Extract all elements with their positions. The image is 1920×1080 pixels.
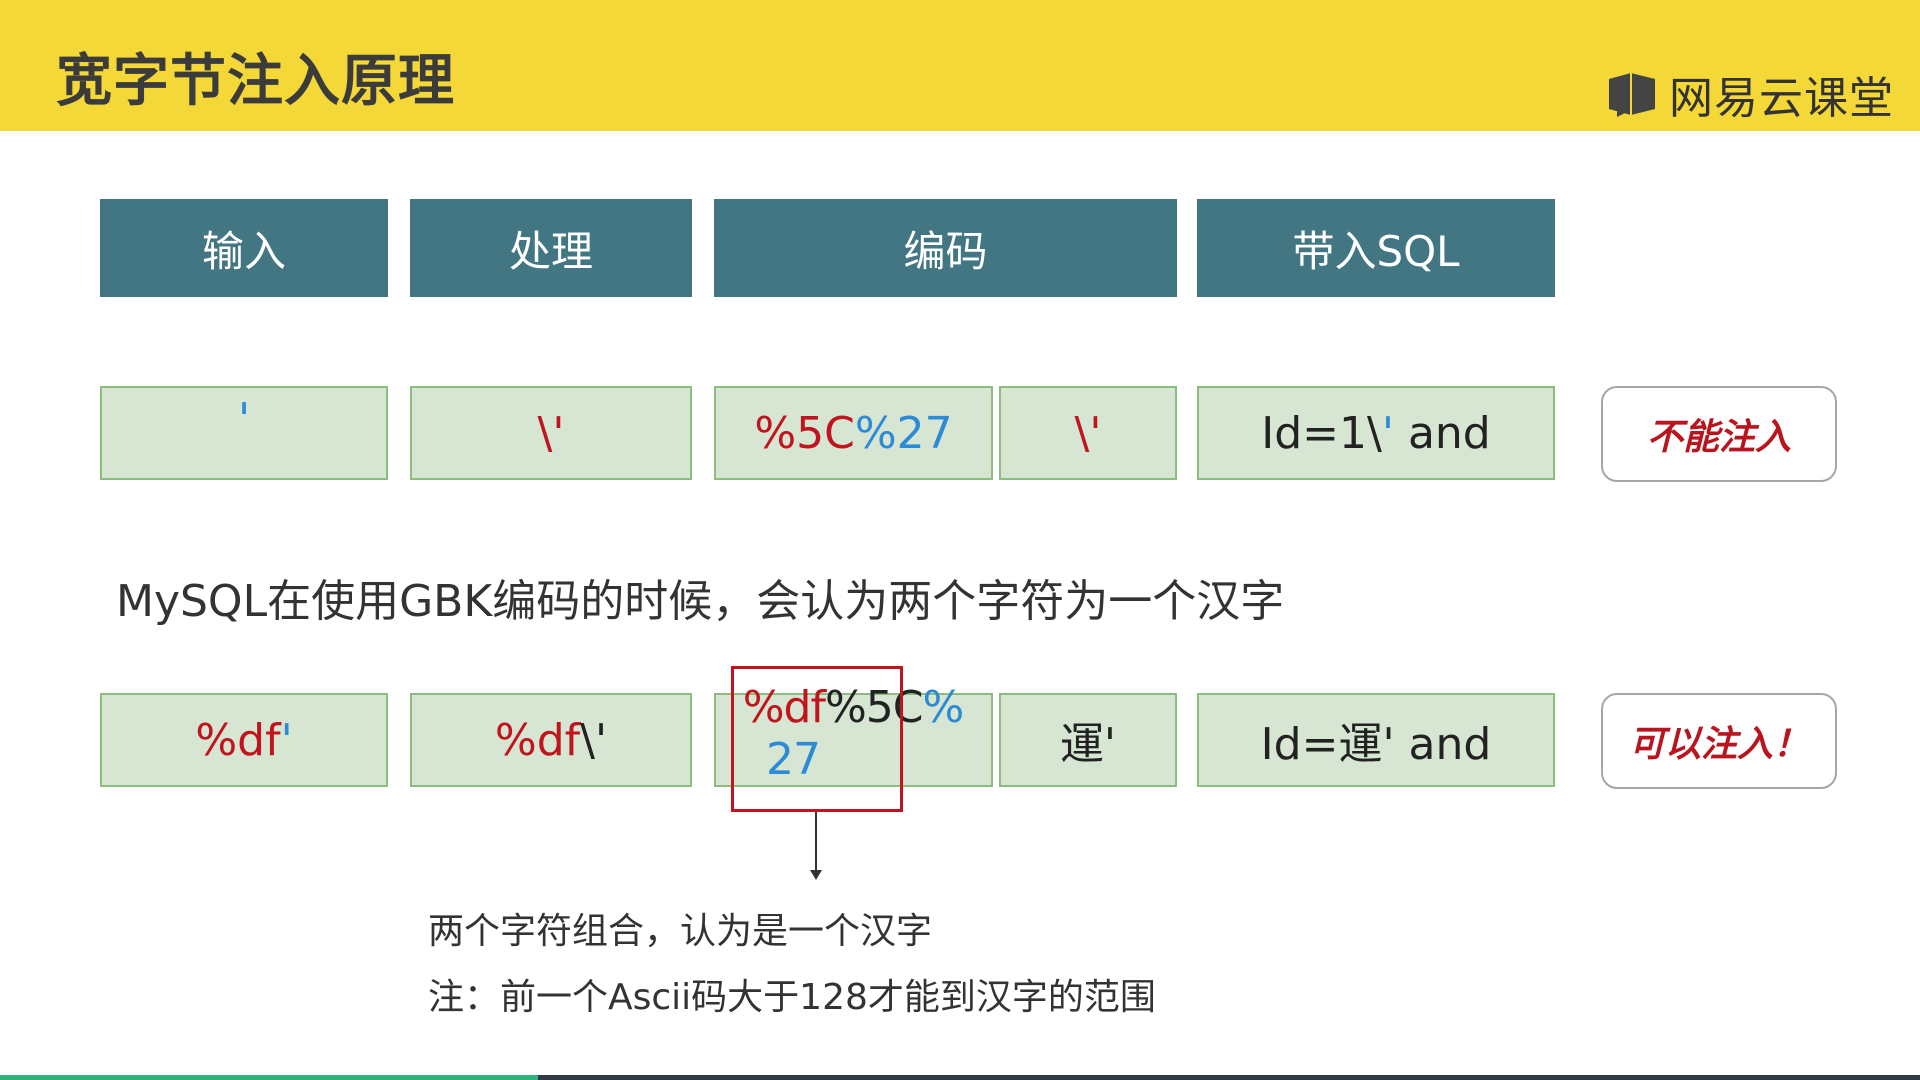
column-header-input: 输入 <box>100 199 388 297</box>
arrow-line <box>815 812 817 872</box>
row2-encode-text: %df%5C% 27 <box>733 682 973 786</box>
row2-encode-5c: %5C <box>824 682 924 733</box>
row2-encode-df: %df <box>742 682 826 733</box>
progress-fill <box>0 1075 538 1080</box>
row1-input-value: ' <box>237 393 251 445</box>
progress-track <box>0 1075 1920 1080</box>
row1-sql-cell: Id=1\' and <box>1197 386 1555 480</box>
row1-decoded-value: \' <box>1074 407 1102 459</box>
row2-process-escaped: \' <box>580 714 608 766</box>
row1-encode-cell: %5C%27 <box>714 386 993 480</box>
row1-input-cell: ' <box>100 386 388 480</box>
row1-encode-backslash: %5C <box>754 407 855 459</box>
row1-result-badge: 不能注入 <box>1601 386 1837 482</box>
note-ascii-range: 注：前一个Ascii码大于128才能到汉字的范围 <box>428 977 1156 1018</box>
row1-decoded-cell: \' <box>999 386 1177 480</box>
row2-sql-cell: Id=運' and <box>1197 693 1555 787</box>
gbk-pair-highlight <box>731 666 903 812</box>
row2-result-badge: 可以注入！ <box>1601 693 1837 789</box>
row2-process-cell: %df\' <box>410 693 692 787</box>
header-bar: 宽字节注入原理 网易云课堂 <box>0 0 1920 131</box>
row2-decoded-cell: 運' <box>999 693 1177 787</box>
row1-sql-prefix: Id=1\ <box>1261 407 1382 459</box>
row2-input-quote: ' <box>280 714 293 766</box>
arrow-down-icon <box>810 870 822 880</box>
page-title: 宽字节注入原理 <box>56 49 455 114</box>
row1-sql-suffix: and <box>1393 407 1491 459</box>
row2-encode-percent: % <box>922 682 964 733</box>
row2-sql-value: Id=運' and <box>1260 719 1492 770</box>
row2-encode-cell <box>714 693 993 787</box>
row1-sql-quote: ' <box>1381 407 1394 459</box>
note-combined-char: 两个字符组合，认为是一个汉字 <box>428 911 933 952</box>
brand-name: 网易云课堂 <box>1669 73 1894 124</box>
brand-logo: 网易云课堂 <box>1607 64 1894 124</box>
row2-input-df: %df <box>195 714 281 766</box>
row2-input-cell: %df' <box>100 693 388 787</box>
row1-process-cell: \' <box>410 386 692 480</box>
row2-decoded-value: 運' <box>1059 719 1117 770</box>
row1-encode-quote: %27 <box>854 407 953 459</box>
column-header-encode: 编码 <box>714 199 1177 297</box>
gbk-explanation: MySQL在使用GBK编码的时候，会认为两个字符为一个汉字 <box>116 576 1285 627</box>
row2-encode-27: 27 <box>766 734 821 785</box>
column-header-sql: 带入SQL <box>1197 199 1555 297</box>
column-header-process: 处理 <box>410 199 692 297</box>
book-icon <box>1609 73 1655 117</box>
row1-process-value: \' <box>537 407 565 459</box>
row2-process-df: %df <box>494 714 581 766</box>
